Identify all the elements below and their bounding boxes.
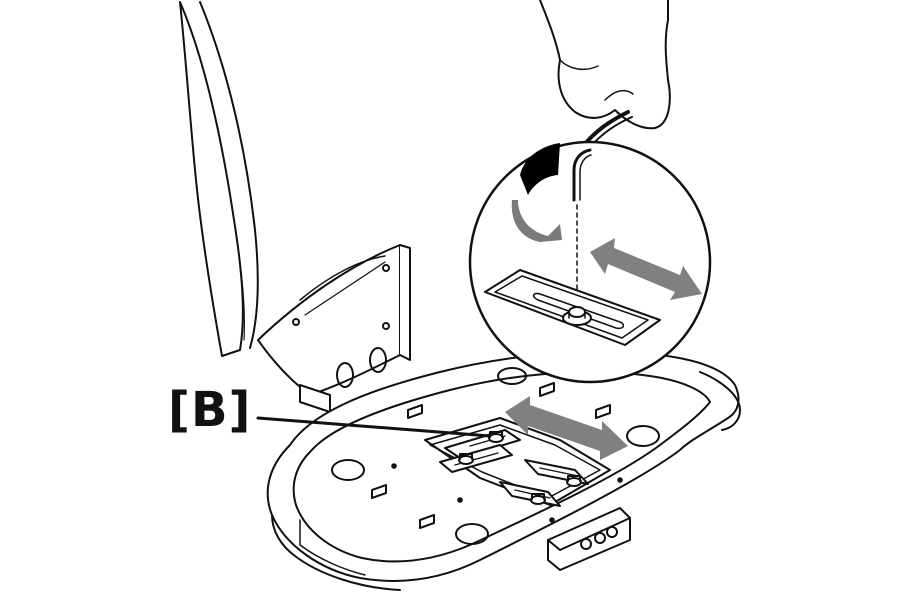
bolt-hole <box>292 318 300 326</box>
slide-channel <box>499 481 561 507</box>
slide-channel <box>524 459 589 487</box>
plate-slot <box>371 484 387 499</box>
seat-back <box>179 1 259 357</box>
control-block <box>547 507 631 571</box>
plate-hole <box>455 523 489 545</box>
control-knob <box>606 526 618 538</box>
plate-hole <box>331 459 365 481</box>
slide-direction-arrow <box>505 396 628 460</box>
mechanism-housing <box>424 417 611 507</box>
plate-hole <box>497 367 527 385</box>
backrest-bracket <box>257 244 411 413</box>
plate-slot <box>595 404 611 419</box>
bolt-hole <box>382 322 390 330</box>
control-knob <box>594 532 606 544</box>
loop-right <box>369 347 387 373</box>
callout-leader-line <box>256 416 492 438</box>
adjustment-bolt <box>488 433 504 443</box>
adjustment-bolt <box>458 455 474 465</box>
rotation-arrow-icon <box>511 143 562 242</box>
plate-slot <box>407 404 423 419</box>
loop-left <box>336 362 354 388</box>
adjustment-bolt <box>530 495 546 505</box>
slide-channel <box>439 444 513 473</box>
adjustment-bolt <box>566 477 582 487</box>
inset-slide-arrow <box>590 238 702 300</box>
control-knob <box>580 538 592 550</box>
plate-slot <box>539 382 555 397</box>
bolt-hole <box>382 264 390 272</box>
plate-hole <box>626 425 660 447</box>
magnified-detail-inset <box>468 140 712 384</box>
inset-slot <box>532 292 625 330</box>
plate-slot <box>419 514 435 529</box>
callout-label-b: [B] <box>168 382 252 438</box>
